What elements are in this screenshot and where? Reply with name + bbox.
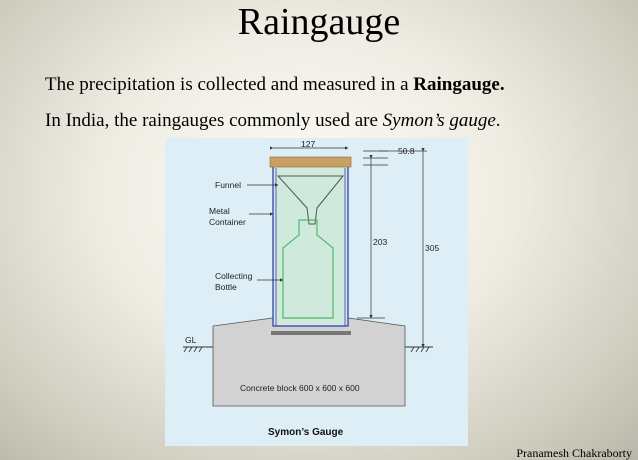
slide-title: Raingauge xyxy=(237,1,401,43)
ground-hatch xyxy=(183,346,430,353)
dim-top: 127 xyxy=(301,139,315,149)
gauge-drawing: GL 127 50.8 203 305 Funnel Metal xyxy=(183,139,439,438)
collecting-label: Collecting xyxy=(215,271,253,281)
india-text: In India, the raingauges commonly used a… xyxy=(45,110,383,131)
collecting-bottle xyxy=(282,219,334,319)
intro-term: Raingauge. xyxy=(413,74,505,95)
symons-gauge-diagram: GL 127 50.8 203 305 Funnel Metal xyxy=(165,138,468,446)
intro-line: The precipitation is collected and measu… xyxy=(45,74,505,96)
gauge-rim xyxy=(269,156,352,168)
diagram-caption: Symon’s Gauge xyxy=(268,427,344,438)
dim-full: 305 xyxy=(425,243,439,253)
intro-text: The precipitation is collected and measu… xyxy=(45,74,414,95)
metal-label: Metal xyxy=(209,206,230,216)
india-term: Symon’s gauge xyxy=(382,110,496,131)
dim-mid: 203 xyxy=(373,237,387,247)
gauge-cylinder xyxy=(272,164,349,327)
gauge-base-plate xyxy=(271,331,351,335)
funnel-label: Funnel xyxy=(215,180,241,190)
funnel xyxy=(276,175,345,225)
concrete-label: Concrete block 600 x 600 x 600 xyxy=(240,383,360,393)
container-label: Container xyxy=(209,217,246,227)
india-period: . xyxy=(495,110,501,131)
india-line: In India, the raingauges commonly used a… xyxy=(45,110,501,132)
author-footer: Pranamesh Chakraborty xyxy=(516,446,632,460)
bottle-label: Bottle xyxy=(215,282,237,292)
gl-label: GL xyxy=(185,335,197,345)
